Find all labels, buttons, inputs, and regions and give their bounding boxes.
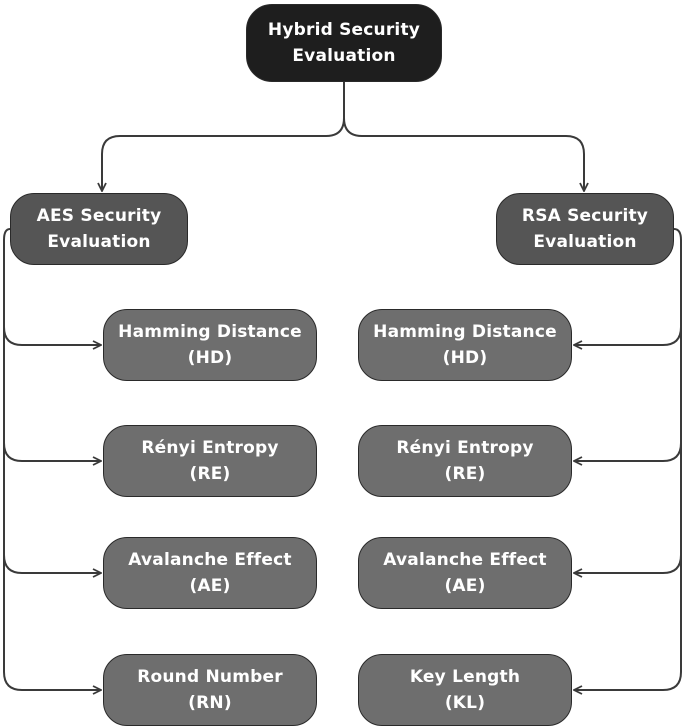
metric-name: Hamming Distance (373, 322, 557, 342)
metric-name: Avalanche Effect (383, 550, 547, 570)
aes-label-line2: Evaluation (47, 232, 151, 252)
rsa-metric-key-length: Key Length (KL) (358, 654, 572, 726)
rsa-to-re (575, 442, 682, 461)
metric-abbr: (KL) (444, 693, 486, 713)
metric-abbr: (HD) (187, 348, 233, 368)
metric-abbr: (AE) (189, 576, 231, 596)
branch-node-rsa: RSA Security Evaluation (496, 193, 674, 265)
metric-name: Round Number (137, 667, 283, 687)
metric-name: Avalanche Effect (128, 550, 292, 570)
metric-abbr: (AE) (444, 576, 486, 596)
metric-name: Rényi Entropy (141, 438, 279, 458)
aes-to-ae (3, 554, 100, 573)
metric-name: Rényi Entropy (396, 438, 534, 458)
metric-abbr: (RE) (189, 464, 231, 484)
aes-spine (3, 228, 100, 690)
aes-metric-round-number: Round Number (RN) (103, 654, 317, 726)
rsa-metric-hamming-distance: Hamming Distance (HD) (358, 309, 572, 381)
aes-metric-avalanche-effect: Avalanche Effect (AE) (103, 537, 317, 609)
metric-abbr: (RN) (188, 693, 232, 713)
rsa-to-ae (575, 554, 682, 573)
rsa-to-hd (575, 326, 682, 345)
metric-name: Key Length (409, 667, 521, 687)
aes-metric-hamming-distance: Hamming Distance (HD) (103, 309, 317, 381)
root-node-hybrid-security: Hybrid Security Evaluation (246, 4, 442, 82)
aes-to-re (3, 442, 100, 461)
root-to-rsa (343, 117, 584, 190)
aes-label-line1: AES Security (36, 206, 162, 226)
aes-metric-renyi-entropy: Rényi Entropy (RE) (103, 425, 317, 497)
metric-name: Hamming Distance (118, 322, 302, 342)
rsa-label-line1: RSA Security (521, 206, 649, 226)
rsa-label-line2: Evaluation (533, 232, 637, 252)
rsa-metric-renyi-entropy: Rényi Entropy (RE) (358, 425, 572, 497)
metric-abbr: (RE) (444, 464, 486, 484)
root-stem (102, 82, 345, 190)
metric-abbr: (HD) (442, 348, 488, 368)
rsa-metric-avalanche-effect: Avalanche Effect (AE) (358, 537, 572, 609)
branch-node-aes: AES Security Evaluation (10, 193, 188, 265)
aes-to-hd (3, 326, 100, 345)
root-label-line2: Evaluation (292, 46, 396, 66)
rsa-spine (575, 228, 682, 690)
root-label-line1: Hybrid Security (267, 20, 421, 40)
